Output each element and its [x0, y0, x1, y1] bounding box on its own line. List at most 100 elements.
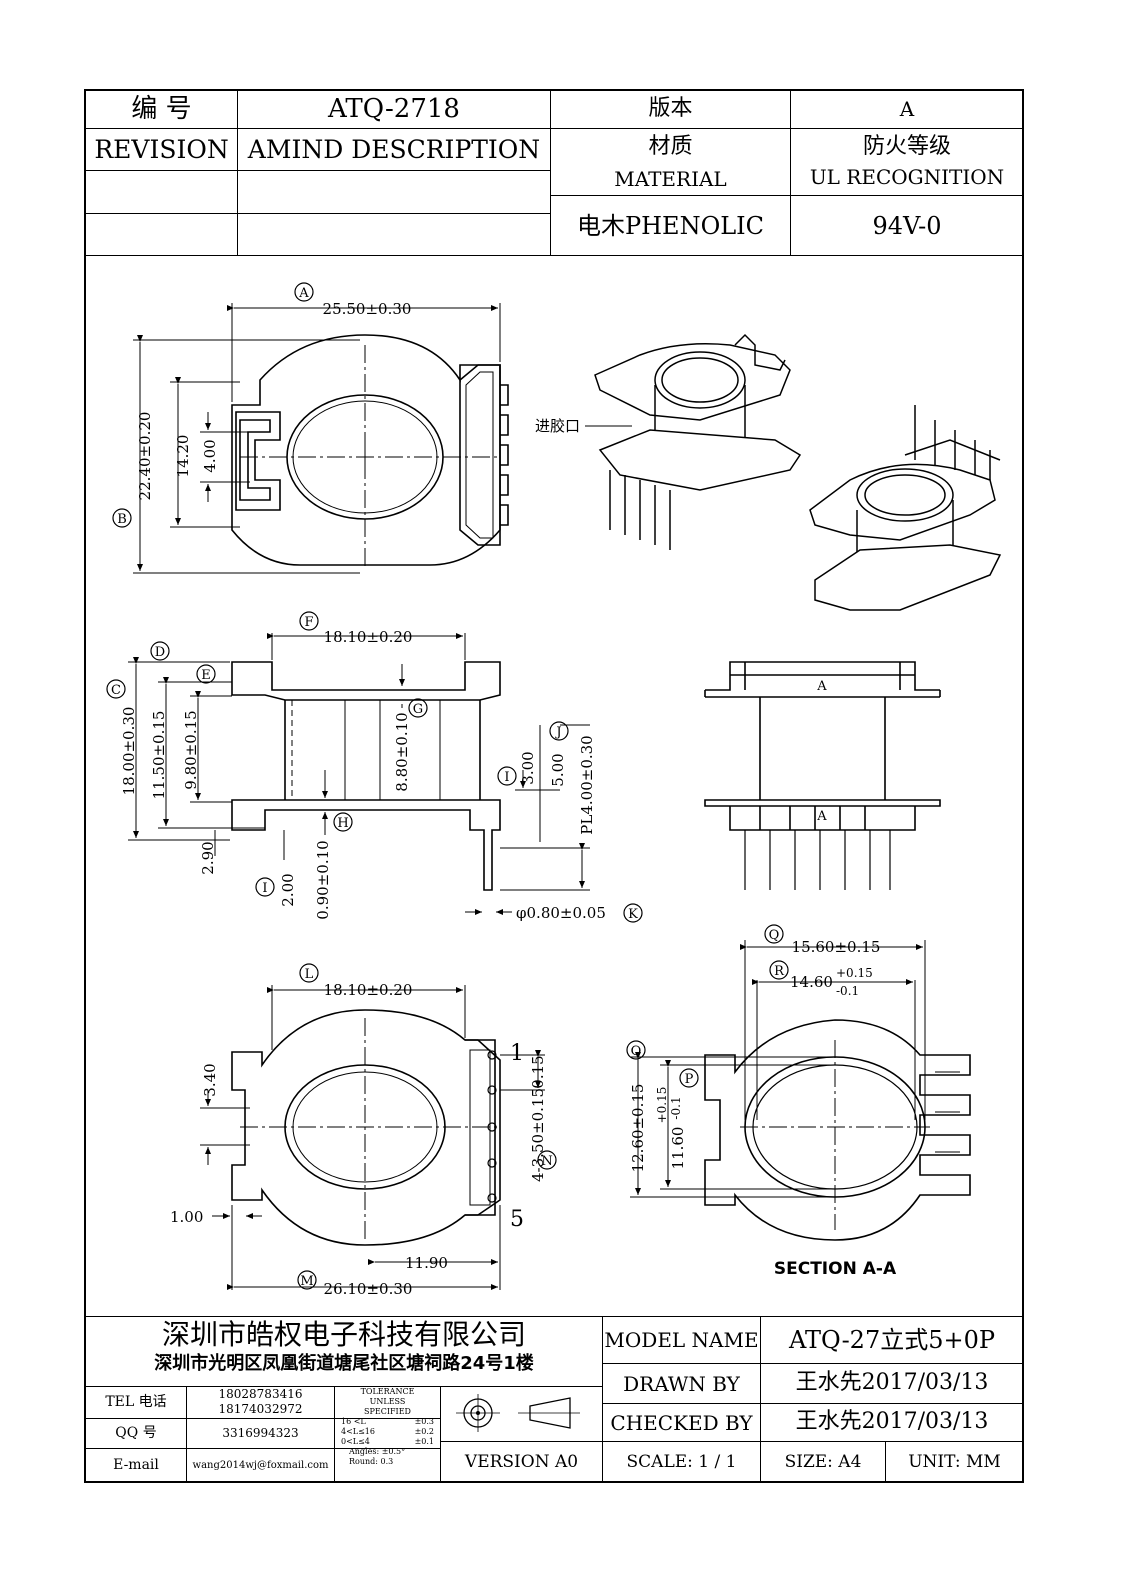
- dim-P: P 11.60 +0.15 -0.1: [655, 1068, 699, 1170]
- svg-text:-0.1: -0.1: [836, 984, 859, 998]
- svg-text:M: M: [300, 1274, 313, 1289]
- svg-text:18.00±0.30: 18.00±0.30: [120, 707, 138, 796]
- tol-angles: Angles: ±0.5°: [349, 1447, 406, 1456]
- tol-range: 4<L≤16: [341, 1427, 375, 1436]
- version-label: 版本: [648, 95, 693, 121]
- dim-0-90: 0.90±0.10: [314, 840, 332, 919]
- dim-N: 4-3.50±0.15 N: [529, 1088, 557, 1182]
- dim-14-20: 14.20: [174, 435, 192, 478]
- unit-label: UNIT: MM: [908, 1451, 1001, 1472]
- company-name: 深圳市皓权电子科技有限公司: [161, 1317, 526, 1351]
- dim-E: E: [196, 664, 216, 684]
- dim-K: φ0.80±0.05 K: [516, 903, 643, 923]
- dim-O: O 12.60±0.15: [626, 1040, 647, 1173]
- svg-text:8.80±0.10: 8.80±0.10: [393, 712, 411, 791]
- dim-M: M 26.10±0.30: [297, 1270, 412, 1298]
- svg-text:I: I: [262, 881, 267, 896]
- title-rule: [602, 1403, 1024, 1404]
- tol-range: 16 <L: [341, 1417, 366, 1426]
- version-value: A: [899, 97, 915, 121]
- header-rule: [550, 195, 1024, 196]
- tel-1: 18028783416: [218, 1386, 303, 1401]
- svg-text:+0.15: +0.15: [836, 966, 873, 980]
- dim-A: A 25.50±0.30: [294, 282, 412, 318]
- dim-L: L 18.10±0.20: [299, 963, 413, 999]
- svg-text:11.60: 11.60: [669, 1127, 687, 1170]
- dim-G: G 8.80±0.10: [393, 698, 428, 792]
- dim-D: D: [150, 641, 170, 661]
- dim-11-50: 11.50±0.15: [150, 711, 168, 800]
- dim-B: B 22.40±0.20: [112, 412, 154, 528]
- header-rule: [237, 89, 238, 255]
- checked-label: CHECKED BY: [610, 1410, 753, 1435]
- svg-text:14.60: 14.60: [790, 973, 833, 991]
- header-rule: [84, 255, 1024, 256]
- model-value: ATQ-27立式5+0P: [788, 1325, 996, 1354]
- size-label: SIZE: A4: [784, 1451, 862, 1472]
- material-label-cn: 材质: [648, 133, 693, 159]
- drawn-value: 王水先2017/03/13: [795, 1370, 989, 1396]
- svg-text:O: O: [631, 1044, 642, 1059]
- dim-4-00: 4.00: [201, 439, 219, 472]
- dim-R: R 14.60 +0.15 -0.1: [769, 960, 873, 998]
- tol-title-3: SPECIFIED: [364, 1407, 411, 1416]
- company-address: 深圳市光明区凤凰街道塘尾社区塘祠路24号1楼: [154, 1353, 534, 1375]
- email-value: wang2014wj@foxmail.com: [192, 1460, 329, 1471]
- dim-F: F 18.10±0.20: [299, 611, 413, 646]
- svg-text:D: D: [155, 645, 165, 660]
- svg-text:12.60±0.15: 12.60±0.15: [629, 1084, 647, 1173]
- title-rule: [602, 1441, 1024, 1442]
- pin-1-label: 1: [510, 1041, 524, 1066]
- svg-text:18.10±0.20: 18.10±0.20: [324, 628, 413, 646]
- svg-text:18.10±0.20: 18.10±0.20: [324, 981, 413, 999]
- dim-3-00: 3.00: [519, 751, 537, 784]
- svg-text:Q: Q: [769, 928, 780, 943]
- qq-label: QQ 号: [115, 1424, 157, 1441]
- gate-label: 进胶口: [535, 417, 580, 435]
- section-label: SECTION A-A: [774, 1259, 897, 1279]
- title-rule: [602, 1363, 1024, 1364]
- email-label: E-mail: [113, 1456, 159, 1473]
- revision-label: REVISION: [94, 135, 229, 165]
- svg-text:F: F: [304, 615, 313, 630]
- material-label-en: MATERIAL: [614, 167, 727, 191]
- qq-value: 3316994323: [222, 1425, 299, 1440]
- dim-J-3: I: [497, 766, 517, 786]
- header-rule: [84, 170, 550, 171]
- tel-2: 18174032972: [218, 1401, 303, 1416]
- svg-text:15.60±0.15: 15.60±0.15: [792, 938, 881, 956]
- scale-label: SCALE: 1 / 1: [626, 1451, 737, 1472]
- title-rule: [84, 1386, 602, 1387]
- dim-2-90: 2.90: [199, 841, 217, 874]
- dim-pl: PL4.00±0.30: [578, 735, 596, 834]
- svg-text:4-3.50±0.15: 4-3.50±0.15: [529, 1088, 547, 1182]
- svg-text:25.50±0.30: 25.50±0.30: [323, 300, 412, 318]
- checked-value: 王水先2017/03/13: [795, 1409, 989, 1435]
- tel-label: TEL 电话: [105, 1393, 167, 1410]
- ul-value: 94V-0: [872, 211, 942, 240]
- title-rule: [186, 1386, 187, 1483]
- dim-0-15: 0.15: [529, 1055, 547, 1088]
- drawing-frame: [84, 89, 1024, 1483]
- svg-text:A: A: [298, 286, 309, 301]
- title-rule: [334, 1386, 335, 1483]
- svg-text:H: H: [337, 816, 348, 831]
- title-rule: [760, 1316, 761, 1483]
- side-view: [704, 661, 941, 890]
- drawn-label: DRAWN BY: [623, 1371, 740, 1396]
- svg-text:P: P: [685, 1072, 694, 1087]
- tol-value: ±0.1: [414, 1437, 434, 1446]
- svg-text:G: G: [413, 702, 423, 717]
- section-mark-bottom: A: [816, 809, 827, 824]
- svg-text:C: C: [111, 683, 121, 698]
- dim-2-00: 2.00: [279, 873, 297, 906]
- dim-I: I: [255, 877, 275, 897]
- title-rule: [440, 1441, 602, 1442]
- model-label: MODEL NAME: [604, 1328, 759, 1352]
- svg-text:J: J: [554, 725, 561, 740]
- title-rule: [84, 1316, 1024, 1317]
- part-number: ATQ-2718: [328, 93, 460, 124]
- svg-text:E: E: [201, 668, 211, 683]
- tolerance-table: TOLERANCE UNLESS SPECIFIED 16 <L±0.3 4<L…: [335, 1387, 440, 1482]
- dim-J: J: [549, 721, 569, 741]
